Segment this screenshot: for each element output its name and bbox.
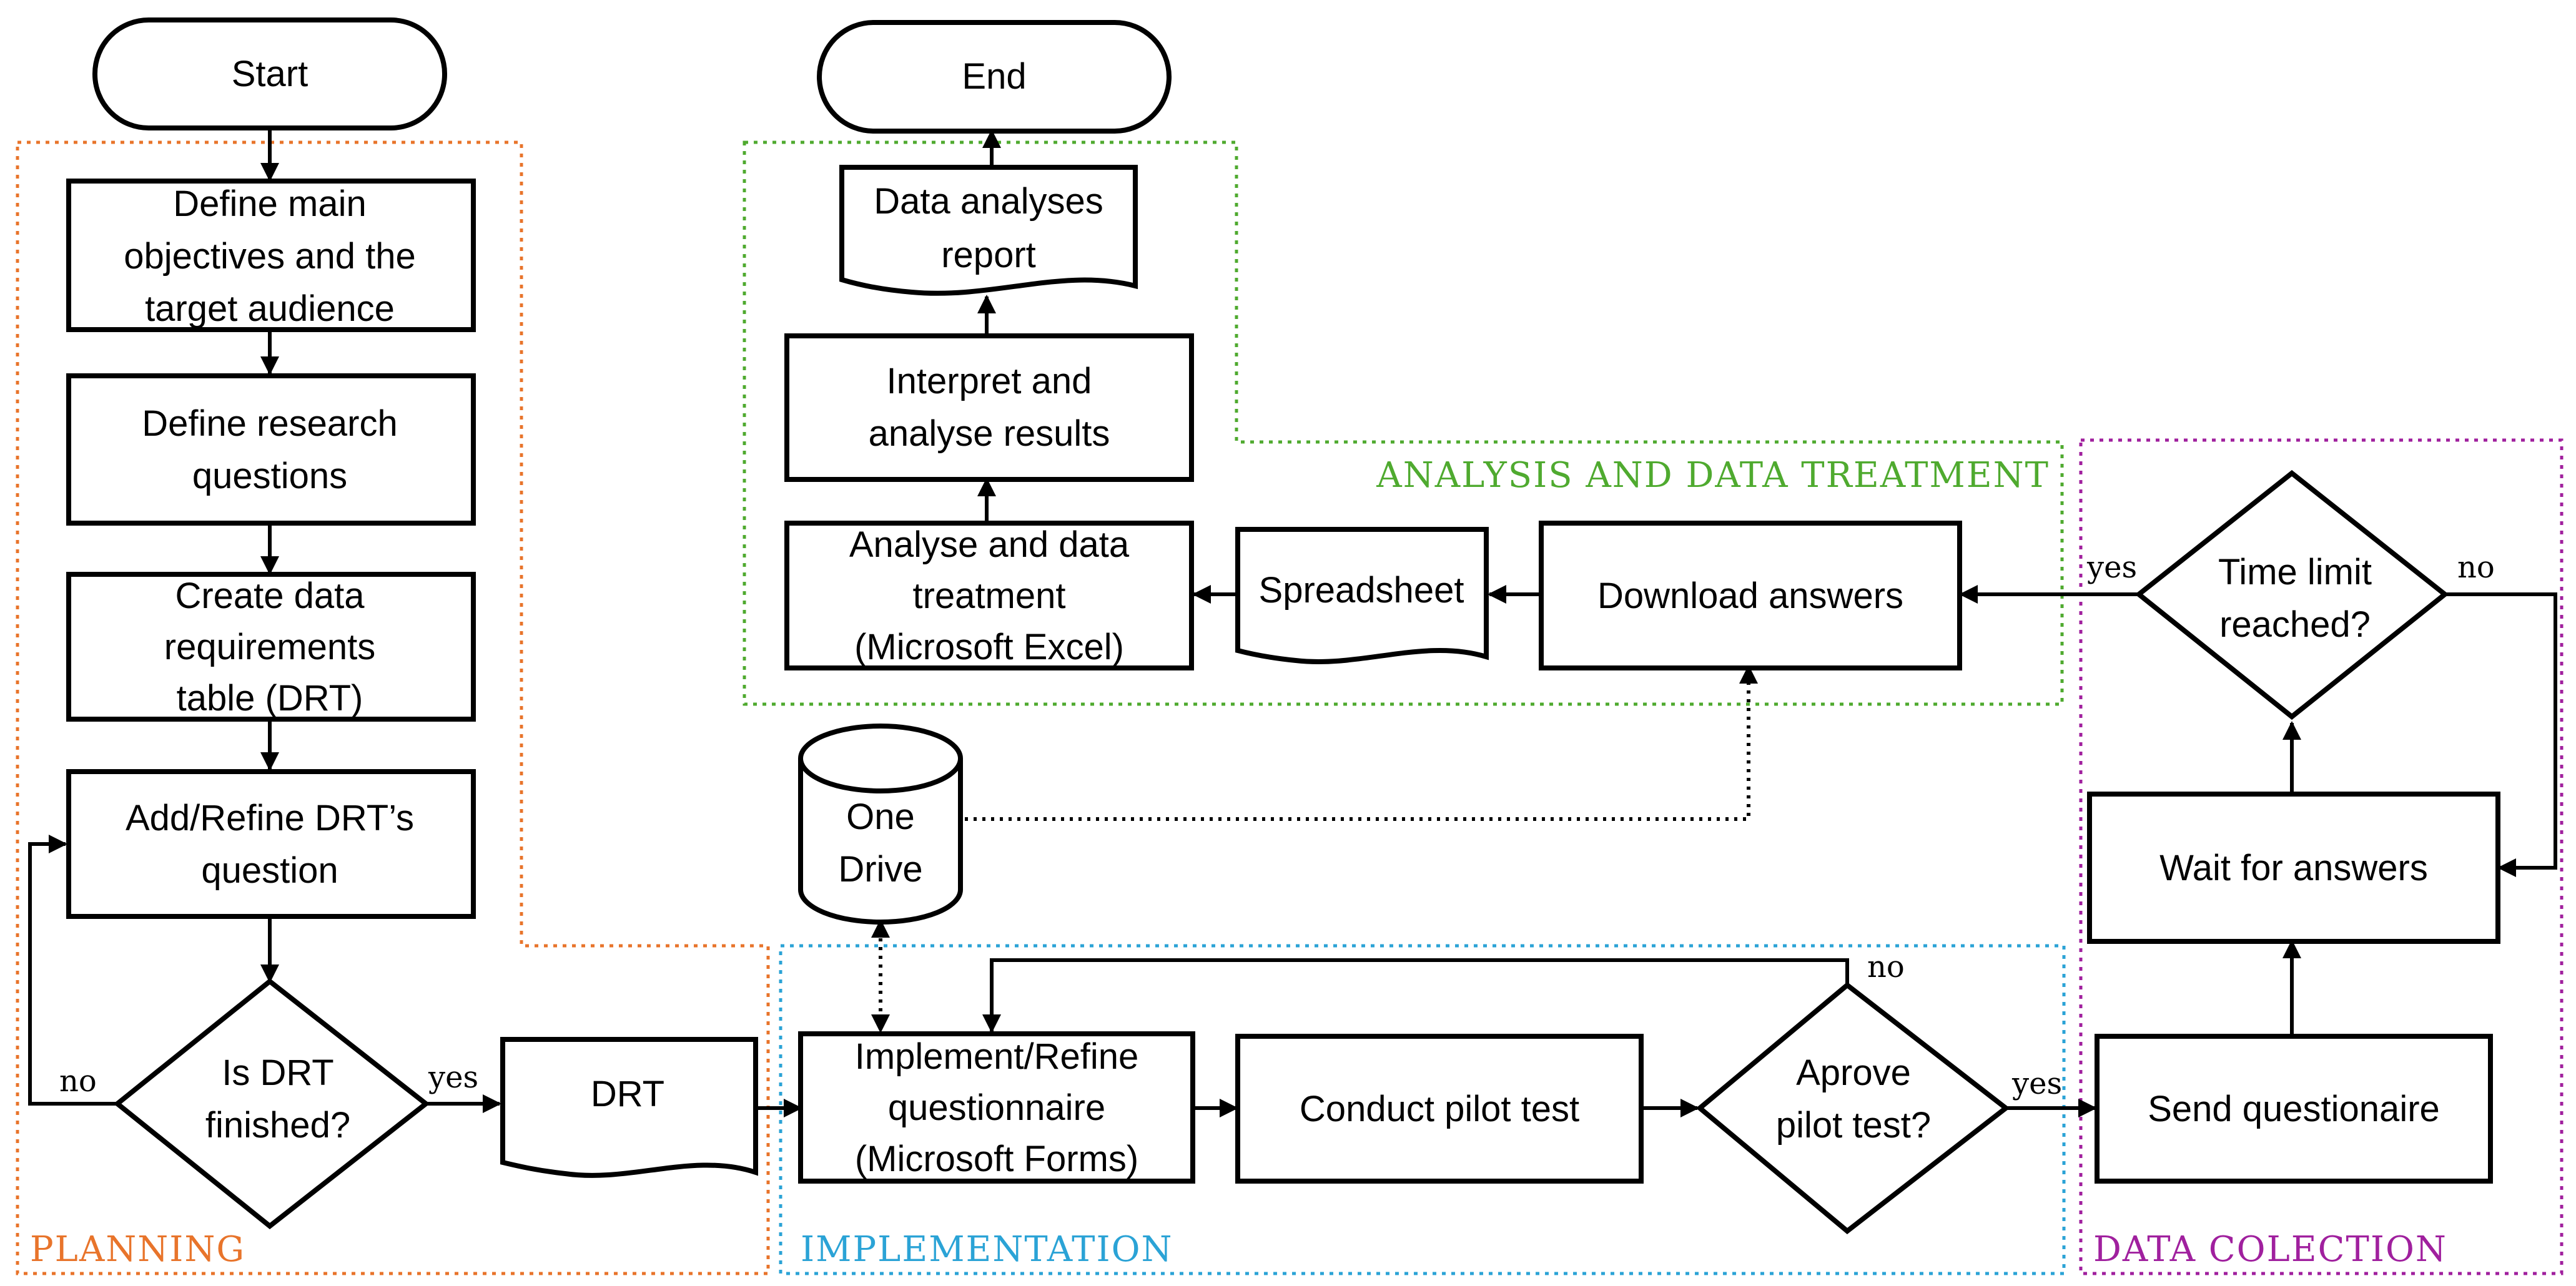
edge-label-pilot-no: no	[1867, 950, 1905, 984]
edge-time-no-loop	[2445, 592, 2557, 877]
planning-region	[16, 140, 770, 1275]
edge-label-time-no: no	[2457, 550, 2495, 585]
define-objectives-process	[66, 179, 476, 332]
edge-label-drt-yes: yes	[428, 1060, 478, 1095]
implement-questionnaire-process	[798, 1031, 1195, 1184]
onedrive-database	[798, 724, 963, 925]
drt-document	[500, 1037, 758, 1178]
create-drt-process	[66, 572, 476, 722]
data-collection-region-title: DATA COLECTION	[2093, 1229, 2447, 1270]
interpret-results-process	[784, 333, 1194, 482]
wait-for-answers-process	[2087, 792, 2500, 944]
is-drt-finished-decision	[113, 978, 430, 1230]
spreadsheet-document	[1235, 527, 1489, 664]
download-answers-process	[1539, 521, 1962, 670]
drt-doc-label: DRT	[591, 1074, 664, 1114]
planning-region-title: PLANNING	[30, 1229, 245, 1270]
report-document	[839, 165, 1138, 296]
data-collection-region	[2079, 438, 2564, 1275]
spreadsheet-label: Spreadsheet	[1259, 570, 1464, 611]
edge-label-drt-no: no	[59, 1064, 97, 1099]
edge-approve-no-loop	[982, 958, 1849, 1033]
end-terminal	[817, 20, 1172, 134]
edge-label-pilot-yes: yes	[2011, 1066, 2062, 1101]
analysis-region-title: ANALYSIS AND DATA TREATMENT	[1376, 455, 2050, 496]
approve-pilot-decision	[1695, 981, 2010, 1235]
add-refine-drt-process	[66, 769, 476, 919]
edge-label-time-yes: yes	[2086, 550, 2137, 585]
wait-answers-label: Wait for answers	[2159, 848, 2428, 888]
conduct-pilot-test-process	[1235, 1034, 1644, 1184]
analysis-region	[743, 140, 2064, 706]
implementation-region-title: IMPLEMENTATION	[801, 1229, 1173, 1270]
send-questionnaire-label: Send questionaire	[2148, 1089, 2440, 1129]
start-terminal	[92, 17, 447, 130]
define-research-questions-process	[66, 373, 476, 526]
time-limit-decision	[2134, 469, 2449, 720]
end-label: End	[962, 56, 1026, 97]
send-questionnaire-process	[2095, 1034, 2493, 1184]
analyse-treatment-process	[784, 521, 1194, 670]
pilot-test-label: Conduct pilot test	[1300, 1089, 1579, 1129]
edge-onedrive-download	[965, 665, 1758, 821]
start-label: Start	[232, 54, 308, 94]
edge-decision-no-loop	[28, 835, 117, 1106]
download-answers-label: Download answers	[1597, 576, 1903, 616]
